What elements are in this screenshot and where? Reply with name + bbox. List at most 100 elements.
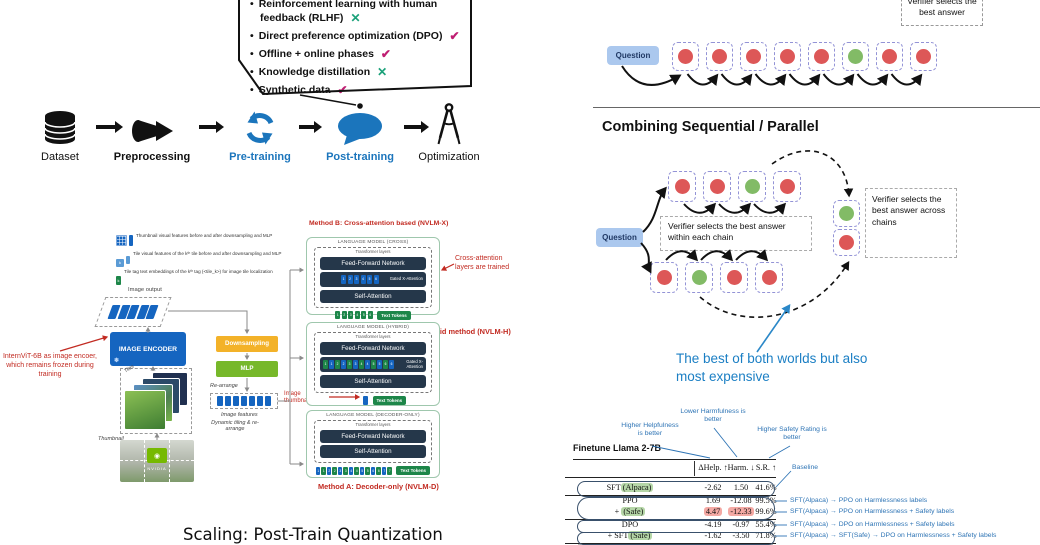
legend-text: Thumbnail visual features before and aft… — [136, 233, 273, 238]
token-tile: 5 — [371, 360, 376, 369]
self-attention-bar: Self-Attention — [320, 289, 426, 303]
image-encoder-label: IMAGE ENCODER — [118, 345, 178, 353]
x-icon: ✕ — [377, 65, 388, 80]
chain-box — [672, 42, 699, 71]
database-icon — [14, 104, 106, 146]
chain-box — [808, 42, 835, 71]
row-oval-sftsafe — [577, 531, 775, 545]
token-tile: 7 — [387, 466, 392, 475]
blue-note-arrow — [756, 304, 791, 353]
token-tile: 4 — [354, 466, 359, 475]
question-box-combining: Question — [596, 228, 643, 247]
table-value-cell: -2.62 — [704, 482, 722, 492]
database-icon — [44, 111, 76, 144]
table-rule-header — [565, 477, 776, 478]
slide-divider — [593, 107, 1040, 108]
table-value-cell: -4.19 — [704, 519, 722, 529]
transformer-layers-label: Transformer layers — [355, 422, 391, 427]
chain-box — [876, 42, 903, 71]
text-tokens-badge: Text Tokens — [377, 310, 411, 320]
check-icon: ✔ — [449, 28, 460, 43]
token-tile: 5 — [359, 466, 365, 475]
chain-box — [703, 171, 731, 202]
compass-icon — [403, 103, 495, 146]
token-tile: 2 — [326, 466, 332, 475]
chain-box — [774, 42, 801, 71]
ffn-bar: Feed-Forward Network — [320, 256, 426, 270]
legend-swatch — [116, 233, 133, 251]
token-tile: 4 — [348, 466, 354, 475]
table-right-annotation: SFT(Alpaca) → PPO on Harmlessness + Safe… — [790, 508, 955, 515]
token-tile: 2 — [332, 466, 337, 475]
answer-circle-green — [744, 179, 760, 194]
method-a-title: Method A: Decoder-only (NVLM-D) — [318, 482, 439, 491]
answer-circle-red — [916, 49, 931, 64]
token-tile: 5 — [367, 275, 372, 284]
verifier-across-box: Verifier selects the best answer across … — [865, 188, 957, 258]
legend-text: Tile visual features of the kᵗʰ tile bef… — [133, 251, 282, 256]
encoder-frozen-note: InternViT-6B as image encoer, which rema… — [2, 353, 98, 379]
photo-grid-line — [169, 440, 171, 482]
table-rule-top — [573, 459, 776, 460]
stage-label: Post-training — [326, 151, 394, 163]
token-tile: 3 — [354, 275, 359, 284]
legend-swatch: k — [116, 251, 130, 269]
text-tokens-badge: Text Tokens — [396, 466, 431, 475]
chain-box — [773, 171, 801, 202]
token-tile: 1 — [329, 360, 334, 369]
callout-bullet-text: Knowledge distillation — [258, 66, 371, 79]
verifier-within-box: Verifier selects the best answer within … — [660, 216, 812, 251]
table-rule-group1 — [565, 495, 776, 496]
cross-attention-note: Cross-attention layers are trained — [455, 255, 510, 271]
table-header-cell: Harm. ↓ — [727, 463, 755, 472]
thumbnail-label: Thumbnail — [98, 436, 124, 442]
answer-circle-red — [674, 179, 690, 194]
check-icon: ✔ — [337, 83, 348, 98]
chain-box — [720, 262, 748, 293]
answer-circle-green — [848, 49, 863, 64]
token-tile: 1 — [323, 360, 328, 369]
self-attention-bar: Self-Attention — [320, 445, 426, 458]
nvidia-logo: ◉ — [147, 448, 167, 463]
pipeline-stage-pre-training: Pre-training — [214, 104, 306, 163]
token-tile: 4 — [365, 360, 370, 369]
table-row-label: + (Safe) — [614, 506, 646, 516]
flow-arrow-icon — [199, 121, 224, 132]
row-oval-baseline — [577, 480, 775, 497]
callout-bullet: Synthetic data ✔ — [258, 83, 474, 98]
chain-box — [910, 42, 937, 71]
table-row-label: DPO — [621, 519, 639, 529]
self-attention-bar: Self-Attention — [320, 374, 426, 388]
table-value-cell: -12.33 — [728, 506, 754, 516]
table-header-cell: S.R. ↑ — [755, 463, 777, 472]
answer-circle-red — [726, 270, 742, 285]
slide-title: Scaling: Post-Train Quantization — [183, 525, 443, 544]
table-value-cell: 1.69 — [705, 495, 721, 505]
text-tokens-badge: Text Tokens — [372, 395, 407, 405]
table-title: Finetune Llama 2-7B — [573, 443, 662, 453]
speech-bubble-icon — [338, 113, 382, 145]
chain-box — [755, 262, 783, 293]
decoder-transformer-layers: Transformer layers Feed-Forward Network … — [314, 420, 432, 463]
image-thumbnail-note: Image thumbnail — [284, 391, 311, 405]
helpfulness-annotation: Higher Helpfulness is better — [621, 422, 679, 437]
token-tile: 5 — [361, 311, 367, 319]
callout-bullet: Direct preference optimization (DPO)✔ — [259, 28, 474, 44]
answer-circle-red — [761, 270, 777, 285]
table-value-cell: -0.97 — [732, 519, 750, 529]
flow-arrow-icon — [299, 121, 322, 132]
stage-label: Pre-training — [229, 151, 291, 163]
token-tile: 1 — [335, 311, 341, 319]
refresh-icon — [246, 111, 274, 145]
token-tile: 2 — [341, 360, 346, 369]
answer-circle-red — [779, 179, 795, 194]
callout-bullet-text: Synthetic data — [258, 84, 331, 97]
cross-transformer-layers: Transformer layers Feed-Forward Network … — [314, 247, 432, 308]
transformer-layers-label: Transformer layers — [355, 334, 391, 339]
table-right-annotation: SFT(Alpaca) → PPO on Harmlessness labels — [790, 497, 928, 504]
hybrid-token-row: Text Tokens — [363, 395, 439, 405]
speech-bubble-icon — [314, 104, 406, 146]
